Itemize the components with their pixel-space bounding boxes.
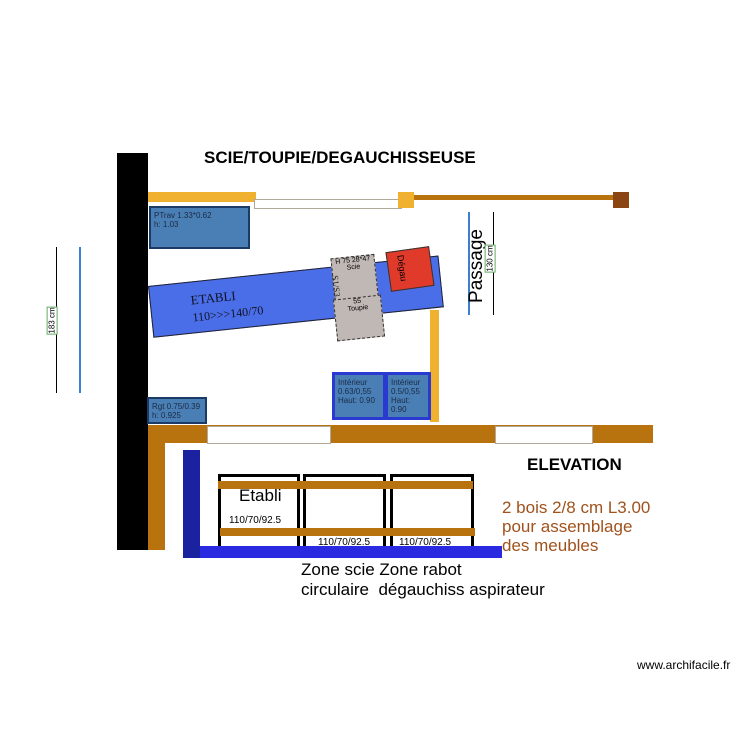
note-line-2: pour assemblage [502, 517, 633, 536]
etabli-label: ETABLI [189, 287, 237, 308]
rgt-label: Rgt 0.75/0.39 [152, 402, 201, 411]
wall-top-left [148, 192, 256, 202]
window-top [254, 199, 402, 209]
passage-dim: 130 cm [484, 244, 496, 273]
elevation-floor [200, 546, 502, 558]
window-bottom-1 [207, 426, 331, 444]
wall-end [613, 192, 629, 208]
etabli-elev-label: Etabli [239, 486, 282, 505]
bois-note: 2 bois 2/8 cm L3.00 pour assemblage des … [502, 498, 650, 555]
elevation-scie[interactable]: 110/70/92.5 [303, 474, 386, 548]
ptrav-height: h: 1.03 [154, 220, 179, 229]
height-dim: 183 cm [46, 306, 58, 335]
bois-rail-bottom [220, 528, 475, 536]
elevation-rabot[interactable]: 110/70/92.5 [390, 474, 474, 548]
wall-left-lower [148, 425, 165, 550]
elevation-wall [183, 450, 200, 558]
note-line-3: des meubles [502, 536, 599, 555]
elevation-title: ELEVATION [527, 455, 622, 474]
bois-rail-top [218, 481, 473, 489]
scie-side-label: S1/S3 [329, 274, 343, 298]
degau-label: Dégau [395, 254, 409, 282]
rgt-height: h: 0.925 [152, 411, 181, 420]
zones-line-2: circulaire dégauchiss aspirateur [301, 580, 545, 599]
window-bottom-2 [495, 426, 593, 444]
int2-l1: Intérieur [391, 378, 421, 387]
zones-line-1: Zone scie Zone rabot [301, 560, 462, 579]
passage-line [468, 212, 470, 315]
wall-top-right [414, 195, 614, 200]
plan-title: SCIE/TOUPIE/DEGAUCHISSEUSE [204, 148, 476, 167]
int2-l2: 0.5/0,55 [391, 387, 420, 396]
int1-l1: Intérieur [338, 378, 368, 387]
elev-dim-3: 110/70/92.5 [399, 537, 452, 548]
ptrav-label: PTrav 1.33*0.62 [154, 211, 212, 220]
zones-label: Zone scie Zone rabot circulaire dégauchi… [301, 560, 545, 600]
wall-left [117, 153, 148, 550]
door-post [398, 192, 414, 208]
watermark: www.archifacile.fr [637, 658, 731, 672]
height-wall-line [79, 247, 81, 393]
int1-l2: 0.63/0,55 [338, 387, 372, 396]
door-right [430, 310, 439, 422]
degau-machine[interactable]: Dégau [385, 246, 435, 292]
int1-l3: Haut: 0.90 [338, 396, 375, 405]
elev-dim-2: 110/70/92.5 [318, 537, 371, 548]
int2-l3: Haut: 0.90 [391, 396, 411, 414]
elevation-etabli[interactable]: Etabli 110/70/92.5 [218, 474, 300, 546]
elev-dim-1: 110/70/92.5 [229, 515, 282, 526]
note-line-1: 2 bois 2/8 cm L3.00 [502, 498, 651, 517]
